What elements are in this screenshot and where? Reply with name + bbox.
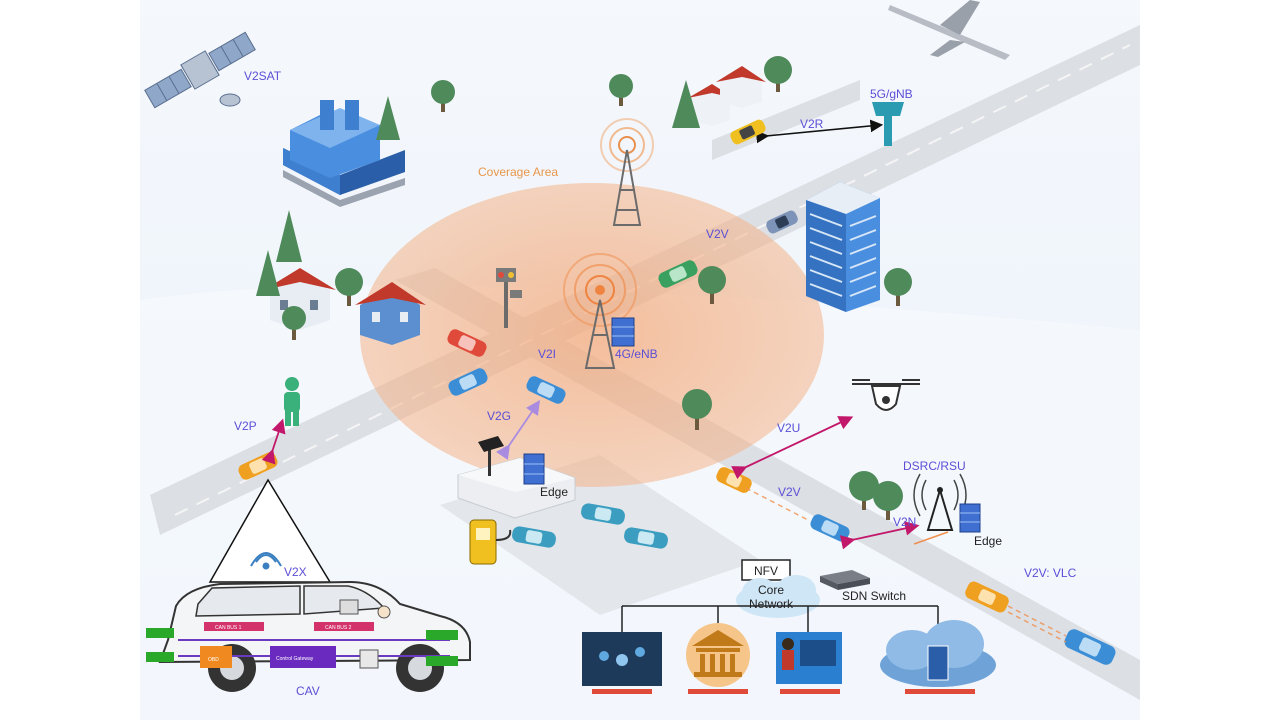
car-icon	[581, 503, 625, 525]
can-bus-2-label: CAN BUS 2	[325, 625, 352, 631]
pedestrian-icon	[284, 377, 300, 426]
v2i-label: V2I	[538, 347, 556, 361]
car-icon	[1064, 629, 1116, 665]
server-icon	[523, 453, 545, 485]
tree-icon	[276, 210, 302, 262]
can-bus-2	[314, 622, 374, 631]
nfv-label: NFV	[754, 564, 778, 578]
tree-icon	[682, 389, 712, 430]
tree-group	[256, 56, 912, 520]
obd-label: OBD	[208, 657, 219, 663]
charging-station-icon	[469, 519, 512, 565]
tree-icon	[335, 268, 363, 306]
solar-panel-icon	[478, 436, 504, 476]
v2n-link	[839, 521, 920, 550]
control-gateway	[270, 646, 336, 668]
charging-building	[457, 457, 576, 519]
service-operator-icon	[776, 632, 842, 694]
edge-left-label: Edge	[540, 485, 568, 499]
v2g-label: V2G	[487, 409, 511, 423]
car-icon	[447, 329, 487, 357]
car-icon	[965, 581, 1009, 613]
service-dashboard-icon	[582, 632, 662, 694]
cloud-icon	[880, 620, 996, 694]
sdn-switch-label: SDN Switch	[842, 589, 906, 603]
airplane-icon	[888, 0, 1010, 60]
satellite-icon	[144, 31, 256, 109]
car-icon	[624, 527, 668, 549]
drone-icon	[852, 379, 920, 411]
v2x-label: V2X	[284, 565, 307, 579]
v2r-link	[755, 119, 884, 144]
v2v-mid-label: V2V	[778, 485, 801, 499]
tree-icon	[431, 80, 455, 112]
nfv-box: NFV	[741, 559, 791, 581]
cav-label: CAV	[296, 684, 320, 698]
cell-tower-icon	[563, 253, 637, 369]
cloud-icon	[736, 575, 820, 618]
coverage-area-label: Coverage Area	[478, 165, 558, 179]
car-icon	[658, 260, 698, 288]
v2p-label: V2P	[234, 419, 257, 433]
tree-icon	[764, 56, 792, 92]
v2g-link	[495, 400, 541, 460]
v2p-link	[261, 418, 286, 465]
dsrc-label: DSRC/RSU	[903, 459, 966, 473]
v2sat-label: V2SAT	[244, 69, 282, 83]
control-gateway-label: Control Gateway	[276, 656, 314, 662]
server-icon	[611, 317, 635, 347]
vlc-light-rays	[745, 487, 1067, 643]
switch-icon	[820, 570, 870, 590]
enb-label: 4G/eNB	[615, 347, 658, 361]
v2u-label: V2U	[777, 421, 800, 435]
car-icon	[766, 210, 798, 234]
v2v-vlc-label: V2V: VLC	[1024, 566, 1077, 580]
5g-antenna-icon	[872, 102, 904, 146]
office-building-icon	[806, 182, 880, 312]
wifi-icon	[250, 552, 282, 570]
can-bus-1-label: CAN BUS 1	[215, 625, 242, 631]
tree-icon	[873, 481, 903, 520]
rsu-link	[913, 531, 949, 545]
server-icon	[959, 503, 981, 533]
v2u-link	[731, 416, 854, 480]
house-icon	[355, 282, 426, 345]
tree-icon	[609, 74, 633, 106]
tree-icon	[282, 306, 306, 340]
traffic-light-icon	[496, 268, 522, 328]
core-network-label-1: Core	[758, 583, 784, 597]
factory-icon	[283, 100, 405, 207]
v2v-top-label: V2V	[706, 227, 729, 241]
cav-vehicle: V2X CAN BUS 1 CAN BUS 2 OBD Control Gate…	[146, 478, 471, 698]
v2n-label: V2N	[893, 515, 916, 529]
v2x-cone	[208, 478, 332, 583]
obd-module	[200, 646, 232, 668]
v2r-label: V2R	[800, 117, 824, 131]
tree-icon	[849, 471, 879, 510]
gnb-label: 5G/gNB	[870, 87, 913, 101]
house-icon	[688, 66, 766, 126]
government-building-icon	[686, 623, 750, 694]
car-icon	[810, 514, 850, 542]
tree-icon	[376, 96, 400, 140]
tree-icon	[672, 80, 700, 128]
tree-icon	[884, 268, 912, 306]
car-group	[238, 119, 1116, 665]
car-icon	[448, 368, 488, 396]
can-bus-1	[204, 622, 264, 631]
car-icon	[526, 376, 566, 404]
car-icon	[730, 119, 766, 145]
tree-icon	[698, 266, 726, 304]
core-network-label-2: Network	[749, 597, 794, 611]
edge-right-label: Edge	[974, 534, 1002, 548]
tree-icon	[256, 250, 280, 296]
car-icon	[512, 526, 556, 548]
cell-tower-icon	[600, 118, 654, 226]
